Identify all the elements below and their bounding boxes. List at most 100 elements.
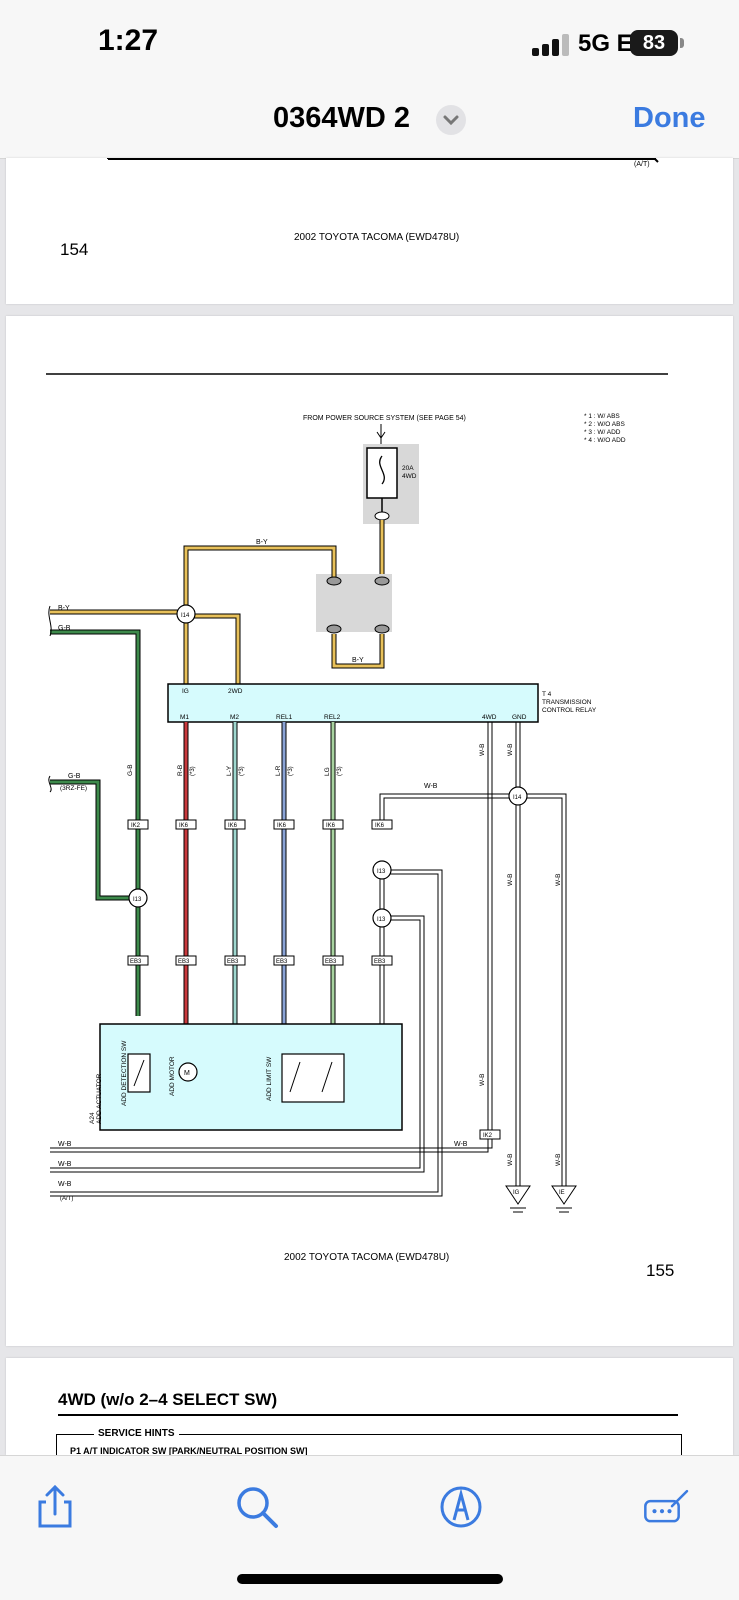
svg-text:M: M	[184, 1070, 190, 1077]
svg-text:ADD DETECTION SW: ADD DETECTION SW	[121, 1040, 128, 1106]
wiring-diagram[interactable]: FROM POWER SOURCE SYSTEM (SEE PAGE 54) *…	[6, 316, 733, 1346]
junction-i13-b	[372, 908, 392, 928]
note-3: * 3 : W/ ADD	[584, 429, 621, 436]
page-155-number: 155	[646, 1261, 675, 1280]
svg-text:IK6: IK6	[375, 823, 385, 829]
at-note: (A/T)	[60, 1196, 73, 1202]
connector-row-eb3: EB3 EB3 EB3 EB3 EB3 EB3	[127, 955, 393, 966]
svg-text:(*3): (*3)	[288, 766, 294, 776]
relay-name-2: CONTROL RELAY	[542, 707, 597, 714]
wire-label-by-left: B-Y	[58, 605, 70, 612]
search-icon[interactable]	[232, 1482, 282, 1532]
svg-text:W-B: W-B	[507, 743, 514, 756]
svg-text:W-B: W-B	[555, 1153, 562, 1166]
fuse-name: 4WD	[402, 473, 417, 480]
engine-note: (3RZ-FE)	[60, 785, 87, 792]
chevron-down-icon[interactable]	[436, 105, 466, 135]
svg-text:I13: I13	[377, 869, 386, 875]
svg-text:REL2: REL2	[324, 714, 341, 721]
markup-icon[interactable]	[436, 1482, 486, 1532]
svg-text:W-B: W-B	[58, 1141, 72, 1148]
signal-icon	[532, 34, 569, 56]
note-1: * 1 : W/ ABS	[584, 413, 620, 420]
svg-text:EB3: EB3	[276, 959, 288, 965]
svg-text:W-B: W-B	[507, 1153, 514, 1166]
connector-ik2-bottom	[479, 1129, 501, 1140]
page-156: 4WD (w/o 2–4 SELECT SW) SERVICE HINTS P1…	[6, 1358, 733, 1455]
note-2: * 2 : W/O ABS	[584, 421, 625, 428]
svg-text:W-B: W-B	[479, 743, 486, 756]
relay-id: T 4	[542, 691, 552, 698]
done-button[interactable]: Done	[633, 102, 706, 134]
svg-text:IK2: IK2	[483, 1133, 493, 1139]
svg-text:ADD MOTOR: ADD MOTOR	[169, 1056, 176, 1096]
junction-i13-a	[372, 860, 392, 880]
add-motor	[178, 1062, 198, 1082]
svg-text:EB3: EB3	[325, 959, 337, 965]
svg-text:W-B: W-B	[58, 1161, 72, 1168]
svg-text:ADD LIMIT SW: ADD LIMIT SW	[266, 1056, 273, 1101]
svg-text:L-R: L-R	[275, 765, 282, 776]
page-154-footer: 2002 TOYOTA TACOMA (EWD478U)	[294, 232, 460, 243]
page-155-footer: 2002 TOYOTA TACOMA (EWD478U)	[284, 1252, 450, 1263]
svg-text:LG: LG	[324, 767, 331, 776]
document-title[interactable]: 0364WD 2	[273, 102, 411, 134]
svg-text:IK6: IK6	[179, 823, 189, 829]
ground-ie: IE	[551, 1185, 577, 1213]
hint-line: P1 A/T INDICATOR SW [PARK/NEUTRAL POSITI…	[70, 1446, 308, 1455]
svg-text:W-B: W-B	[479, 1073, 486, 1086]
connector-row-ik: IK2 IK6 IK6 IK6 IK6 IK6	[127, 819, 393, 830]
status-time: 1:27	[98, 24, 159, 57]
ground-ig: IG	[505, 1185, 531, 1213]
fuse-20a	[366, 447, 398, 499]
status-bar: 1:27 5G E 83	[0, 0, 739, 90]
svg-text:2WD: 2WD	[228, 688, 243, 695]
home-indicator	[237, 1574, 503, 1584]
transmission-control-relay	[167, 683, 539, 723]
battery-tip	[680, 38, 684, 48]
svg-text:IK2: IK2	[131, 823, 141, 829]
svg-text:EB3: EB3	[130, 959, 142, 965]
page-154-number: 154	[60, 240, 89, 259]
svg-text:I13: I13	[377, 917, 386, 923]
junction-i14	[176, 604, 196, 624]
bottom-toolbar	[0, 1455, 739, 1600]
svg-text:M1: M1	[180, 714, 189, 721]
svg-text:L-Y: L-Y	[226, 765, 233, 776]
svg-text:EB3: EB3	[178, 959, 190, 965]
svg-text:IK6: IK6	[326, 823, 336, 829]
page-154: (A/T) 2002 TOYOTA TACOMA (EWD478U) 154	[6, 158, 733, 304]
svg-text:IG: IG	[182, 688, 189, 695]
wire-label-gb-left: G-B	[58, 625, 71, 632]
service-hints-box	[56, 1434, 682, 1455]
svg-text:REL1: REL1	[276, 714, 293, 721]
svg-text:W-B: W-B	[507, 873, 514, 886]
actuator-name: ADD ACTUATOR	[96, 1073, 103, 1124]
svg-text:(*3): (*3)	[190, 766, 196, 776]
wire-g-b	[50, 629, 141, 1016]
svg-text:W-B: W-B	[555, 873, 562, 886]
svg-text:(*3): (*3)	[239, 766, 245, 776]
svg-text:I14: I14	[513, 795, 522, 801]
power-source-label: FROM POWER SOURCE SYSTEM (SEE PAGE 54)	[303, 415, 466, 422]
relay-name-1: TRANSMISSION	[542, 699, 592, 706]
svg-text:GND: GND	[512, 714, 527, 721]
svg-text:R-B: R-B	[177, 765, 184, 776]
navigation-bar: 0364WD 2 Done	[0, 90, 739, 159]
fuse-amp: 20A	[402, 465, 414, 472]
svg-text:IK6: IK6	[277, 823, 287, 829]
page-154-diagram-fragment: (A/T)	[107, 158, 659, 168]
share-icon[interactable]	[30, 1482, 80, 1532]
wire-label-gb-lower: G-B	[68, 773, 81, 780]
network-label: 5G E	[578, 30, 633, 57]
svg-text:W-B: W-B	[58, 1181, 72, 1188]
section-rule	[58, 1414, 678, 1416]
junction-i13-left	[128, 888, 148, 908]
note-4: * 4 : W/O ADD	[584, 437, 626, 444]
junction-i14-right	[508, 786, 528, 806]
svg-text:IE: IE	[559, 1190, 565, 1196]
annotate-icon[interactable]	[642, 1482, 692, 1532]
page154-at-tag: (A/T)	[634, 161, 650, 168]
page-155: FROM POWER SOURCE SYSTEM (SEE PAGE 54) *…	[6, 316, 733, 1346]
wire-label-wb-ik2: W-B	[454, 1141, 468, 1148]
